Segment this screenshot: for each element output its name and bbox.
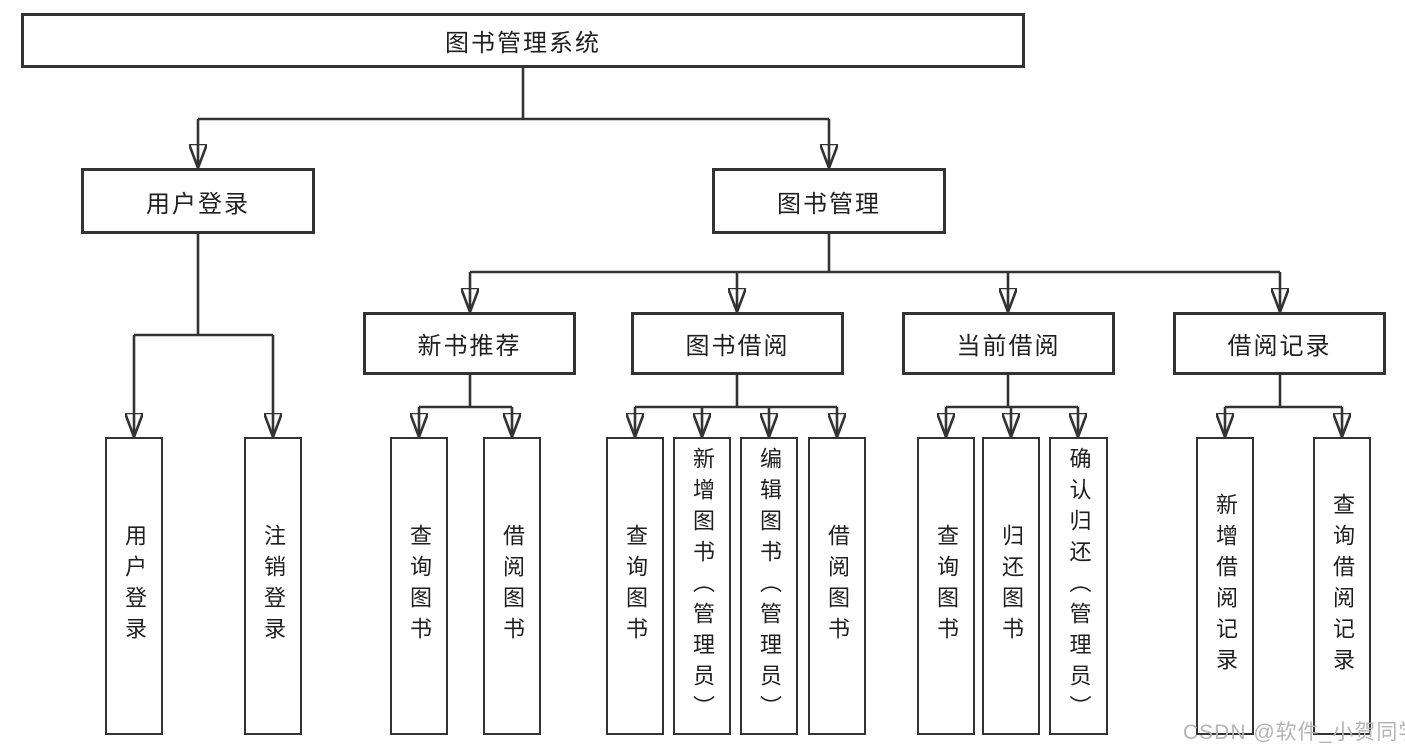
leaf-newbook-query: 查询图书 <box>390 437 448 735</box>
node-book-management: 图书管理 <box>712 168 946 234</box>
node-book-borrow-label: 图书借阅 <box>685 333 790 360</box>
leaf-borrow-book: 借阅图书 <box>808 437 866 735</box>
leaf-query-borrow-record-label: 查询借阅记录 <box>1330 493 1355 679</box>
leaf-logout-label: 注销登录 <box>261 524 286 648</box>
leaf-return-book-label: 归还图书 <box>999 524 1024 648</box>
leaf-logout: 注销登录 <box>244 437 302 735</box>
node-borrow-records: 借阅记录 <box>1173 312 1386 375</box>
leaf-return-book: 归还图书 <box>982 437 1040 735</box>
node-root-label: 图书管理系统 <box>445 30 601 57</box>
node-current-borrow: 当前借阅 <box>902 312 1115 375</box>
csdn-watermark: CSDN @软件_小贺同学 <box>1183 721 1405 744</box>
leaf-user-login-label: 用户登录 <box>122 524 147 648</box>
leaf-user-login: 用户登录 <box>105 437 163 735</box>
node-user-login-label: 用户登录 <box>146 190 250 218</box>
leaf-borrow-book-label: 借阅图书 <box>825 524 850 648</box>
leaf-confirm-return-admin-label: 确认归还（管理员） <box>1066 446 1092 726</box>
leaf-borrow-query-label: 查询图书 <box>623 524 648 648</box>
node-user-login: 用户登录 <box>81 168 315 234</box>
leaf-borrow-edit-admin-label: 编辑图书（管理员） <box>757 446 782 726</box>
leaf-newbook-query-label: 查询图书 <box>407 524 432 648</box>
leaf-add-borrow-record: 新增借阅记录 <box>1196 437 1254 735</box>
leaf-confirm-return-admin: 确认归还（管理员） <box>1049 437 1108 735</box>
leaf-borrow-edit-admin: 编辑图书（管理员） <box>740 437 798 735</box>
node-book-management-label: 图书管理 <box>777 190 881 218</box>
leaf-borrow-add-admin-label: 新增图书（管理员） <box>690 446 715 726</box>
node-new-book-recommend: 新书推荐 <box>363 312 576 375</box>
node-new-book-recommend-label: 新书推荐 <box>417 333 522 360</box>
leaf-current-query: 查询图书 <box>917 437 975 735</box>
node-book-borrow: 图书借阅 <box>631 312 844 375</box>
leaf-query-borrow-record: 查询借阅记录 <box>1313 437 1371 735</box>
node-borrow-records-label: 借阅记录 <box>1227 333 1332 360</box>
leaf-borrow-add-admin: 新增图书（管理员） <box>673 437 731 735</box>
leaf-newbook-borrow: 借阅图书 <box>483 437 541 735</box>
leaf-current-query-label: 查询图书 <box>934 524 959 648</box>
leaf-newbook-borrow-label: 借阅图书 <box>500 524 525 648</box>
leaf-borrow-query: 查询图书 <box>606 437 664 735</box>
node-root: 图书管理系统 <box>21 13 1025 68</box>
leaf-add-borrow-record-label: 新增借阅记录 <box>1213 493 1238 679</box>
node-current-borrow-label: 当前借阅 <box>956 333 1061 360</box>
